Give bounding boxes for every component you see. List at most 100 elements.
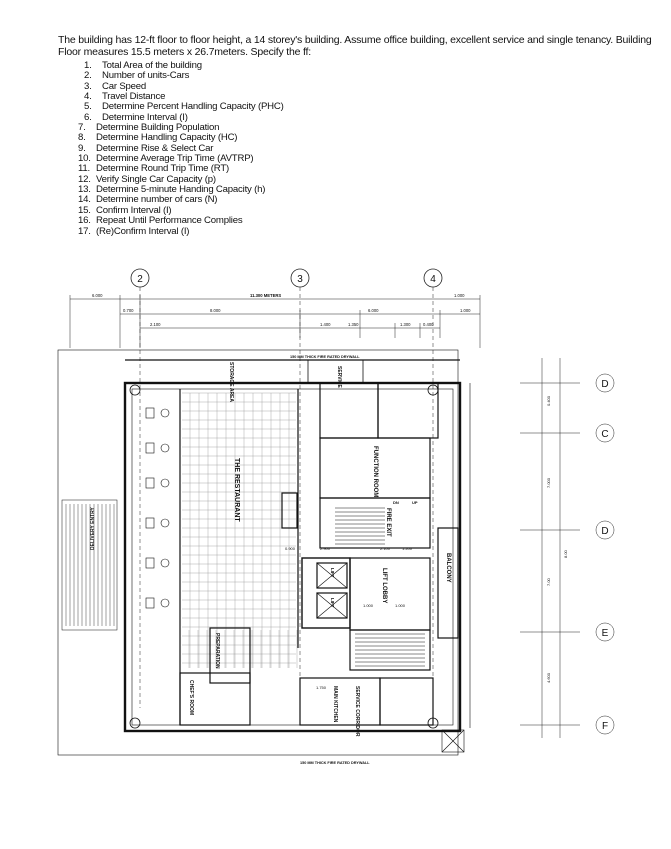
step-number: 8. bbox=[78, 132, 86, 144]
step-item: 12. Verify Single Car Capacity (p) bbox=[78, 173, 284, 185]
step-item: 10.Determine Average Trip Time (AVTRP) bbox=[78, 153, 284, 165]
step-item: 4. Travel Distance bbox=[78, 91, 284, 103]
step-text: Determine Interval (I) bbox=[102, 111, 188, 123]
step-text: Repeat Until Performance Complies bbox=[96, 215, 243, 227]
problem-line-2: Floor measures 15.5 meters x 26.7meters.… bbox=[58, 46, 311, 58]
dim-label: 0.400 bbox=[423, 322, 434, 327]
step-number: 2. bbox=[84, 70, 92, 82]
step-item: 17.(Re)Confirm Interval (I) bbox=[78, 225, 284, 237]
dim-label: 0.700 bbox=[123, 308, 134, 313]
step-number: 7. bbox=[78, 122, 86, 134]
grid-row-label: D bbox=[601, 526, 608, 537]
dim-label: 8.00 bbox=[563, 549, 568, 558]
dim-label: 1.350 bbox=[348, 322, 359, 327]
dim-label: 1.750 bbox=[316, 685, 327, 690]
dim-label: 2.900 bbox=[320, 546, 331, 551]
wall-note-bottom: 150 MM THICK FIRE RATED DRYWALL bbox=[300, 761, 370, 765]
step-item: 15. Confirm Interval (I) bbox=[78, 204, 284, 216]
grid-row-label: F bbox=[602, 721, 608, 732]
step-text: Confirm Interval (I) bbox=[96, 204, 172, 216]
dim-label: 1.300 bbox=[400, 322, 411, 327]
step-text: Total Area of the building bbox=[102, 60, 202, 71]
room-restaurant: THE RESTAURANT bbox=[233, 458, 240, 522]
room-lift-1: LIFT bbox=[330, 568, 335, 578]
dim-label: 0.900 bbox=[285, 546, 296, 551]
step-text: Determine Handling Capacity (HC) bbox=[96, 132, 238, 144]
wall-note-top: 150 MM THICK FIRE RATED DRYWALL bbox=[290, 355, 360, 359]
room-fire-exit: FIRE EXIT bbox=[385, 508, 391, 537]
step-number: 3. bbox=[84, 80, 92, 92]
delivery-entry: DELIVERY ENTRY bbox=[90, 506, 96, 550]
step-number: 11. bbox=[78, 163, 91, 175]
step-text: Verify Single Car Capacity (p) bbox=[96, 173, 216, 185]
floor-plan: 2 3 4 6.000 11.300 METERS 1.000 0.700 8.… bbox=[57, 268, 615, 765]
room-storage: STORAGE AREA bbox=[228, 362, 234, 402]
grid-label: 2 bbox=[137, 274, 143, 285]
dim-label: 2.100 bbox=[150, 322, 161, 327]
step-item: 2. Number of units-Cars bbox=[78, 70, 284, 82]
room-lift-2: LIFT bbox=[330, 598, 335, 608]
room-main-kitchen: MAIN KITCHEN bbox=[332, 686, 338, 723]
room-service-corridor: SERVICE CORRIDOR bbox=[354, 686, 360, 737]
step-number: 5. bbox=[84, 101, 92, 113]
dim-label: 1.000 bbox=[363, 603, 374, 608]
room-service: SERVICE bbox=[336, 366, 342, 389]
step-number: 12. bbox=[78, 173, 91, 185]
step-number: 16. bbox=[78, 215, 91, 227]
dim-label: 1.200 bbox=[402, 546, 413, 551]
dim-label: 7.000 bbox=[546, 477, 551, 488]
step-item: 13. Determine 5-minute Handing Capacity (… bbox=[78, 184, 284, 196]
steps-list: 1. Total Area of the building 2. Number of … bbox=[78, 60, 284, 237]
grid-label: 4 bbox=[430, 274, 436, 285]
step-number: 10. bbox=[78, 153, 91, 165]
room-lift-lobby: LIFT LOBBY bbox=[381, 568, 387, 603]
dim-label: 8.000 bbox=[210, 308, 221, 313]
dim-label: 0.400 bbox=[546, 395, 551, 406]
step-text: Number of units-Cars bbox=[102, 70, 190, 82]
room-chefs: CHEF'S ROOM bbox=[188, 680, 194, 715]
grid-bubble-col-3: 3 bbox=[290, 268, 310, 288]
grid-label: 3 bbox=[297, 274, 303, 285]
step-text: Determine 5-minute Handing Capacity (h) bbox=[96, 184, 266, 196]
step-number: 4. bbox=[84, 91, 92, 103]
room-function: FUNCTION ROOM bbox=[372, 446, 378, 497]
dim-label: 1.000 bbox=[454, 293, 465, 298]
stair-up: UP bbox=[412, 500, 418, 505]
step-text: (Re)Confirm Interval (I) bbox=[96, 225, 190, 237]
step-item: 14. Determine number of cars (N) bbox=[78, 194, 284, 206]
step-number: 14. bbox=[78, 194, 91, 206]
dim-label: 7.00 bbox=[546, 577, 551, 586]
step-number: 1. bbox=[84, 60, 92, 71]
room-balcony: BALCONY bbox=[445, 553, 451, 583]
dim-label: 1.000 bbox=[460, 308, 471, 313]
step-number: 13. bbox=[78, 184, 91, 196]
grid-row-label: E bbox=[602, 628, 609, 639]
grid-bubble-col-2: 2 bbox=[130, 268, 150, 288]
stair-dn: DN bbox=[393, 500, 399, 505]
step-item: 16. Repeat Until Performance Complies bbox=[78, 215, 284, 227]
step-text: Car Speed bbox=[102, 80, 147, 92]
step-item: 6. Determine Interval (I) bbox=[78, 111, 284, 123]
step-number: 9. bbox=[78, 142, 86, 154]
grid-bubble-col-4: 4 bbox=[423, 268, 443, 288]
step-item: 1. Total Area of the building bbox=[78, 60, 284, 71]
step-number: 15. bbox=[78, 204, 91, 216]
step-number: 6. bbox=[84, 111, 92, 123]
step-item: 3. Car Speed bbox=[78, 80, 284, 92]
step-text: Determine Percent Handling Capacity (PHC… bbox=[102, 101, 284, 113]
step-text: Determine number of cars (N) bbox=[96, 194, 218, 206]
dim-label: 1.400 bbox=[320, 322, 331, 327]
overall-dim: 11.300 METERS bbox=[250, 293, 281, 298]
step-item: 7.Determine Building Population bbox=[78, 122, 284, 134]
room-preparation: PREPARATION bbox=[214, 633, 220, 669]
step-item: 8. Determine Handling Capacity (HC) bbox=[78, 132, 284, 144]
problem-statement: The building has 12-ft floor to floor he… bbox=[58, 34, 658, 58]
dim-label: 6.000 bbox=[368, 308, 379, 313]
problem-line-1: The building has 12-ft floor to floor he… bbox=[58, 34, 652, 46]
dim-label: 4.600 bbox=[546, 672, 551, 683]
dim-label: 1.000 bbox=[395, 603, 406, 608]
step-item: 5. Determine Percent Handling Capacity (P… bbox=[78, 101, 284, 113]
step-item: 9.Determine Rise & Select Car bbox=[78, 142, 284, 154]
step-item: 11.Determine Round Trip Time (RT) bbox=[78, 163, 284, 175]
step-text: Travel Distance bbox=[102, 91, 166, 103]
